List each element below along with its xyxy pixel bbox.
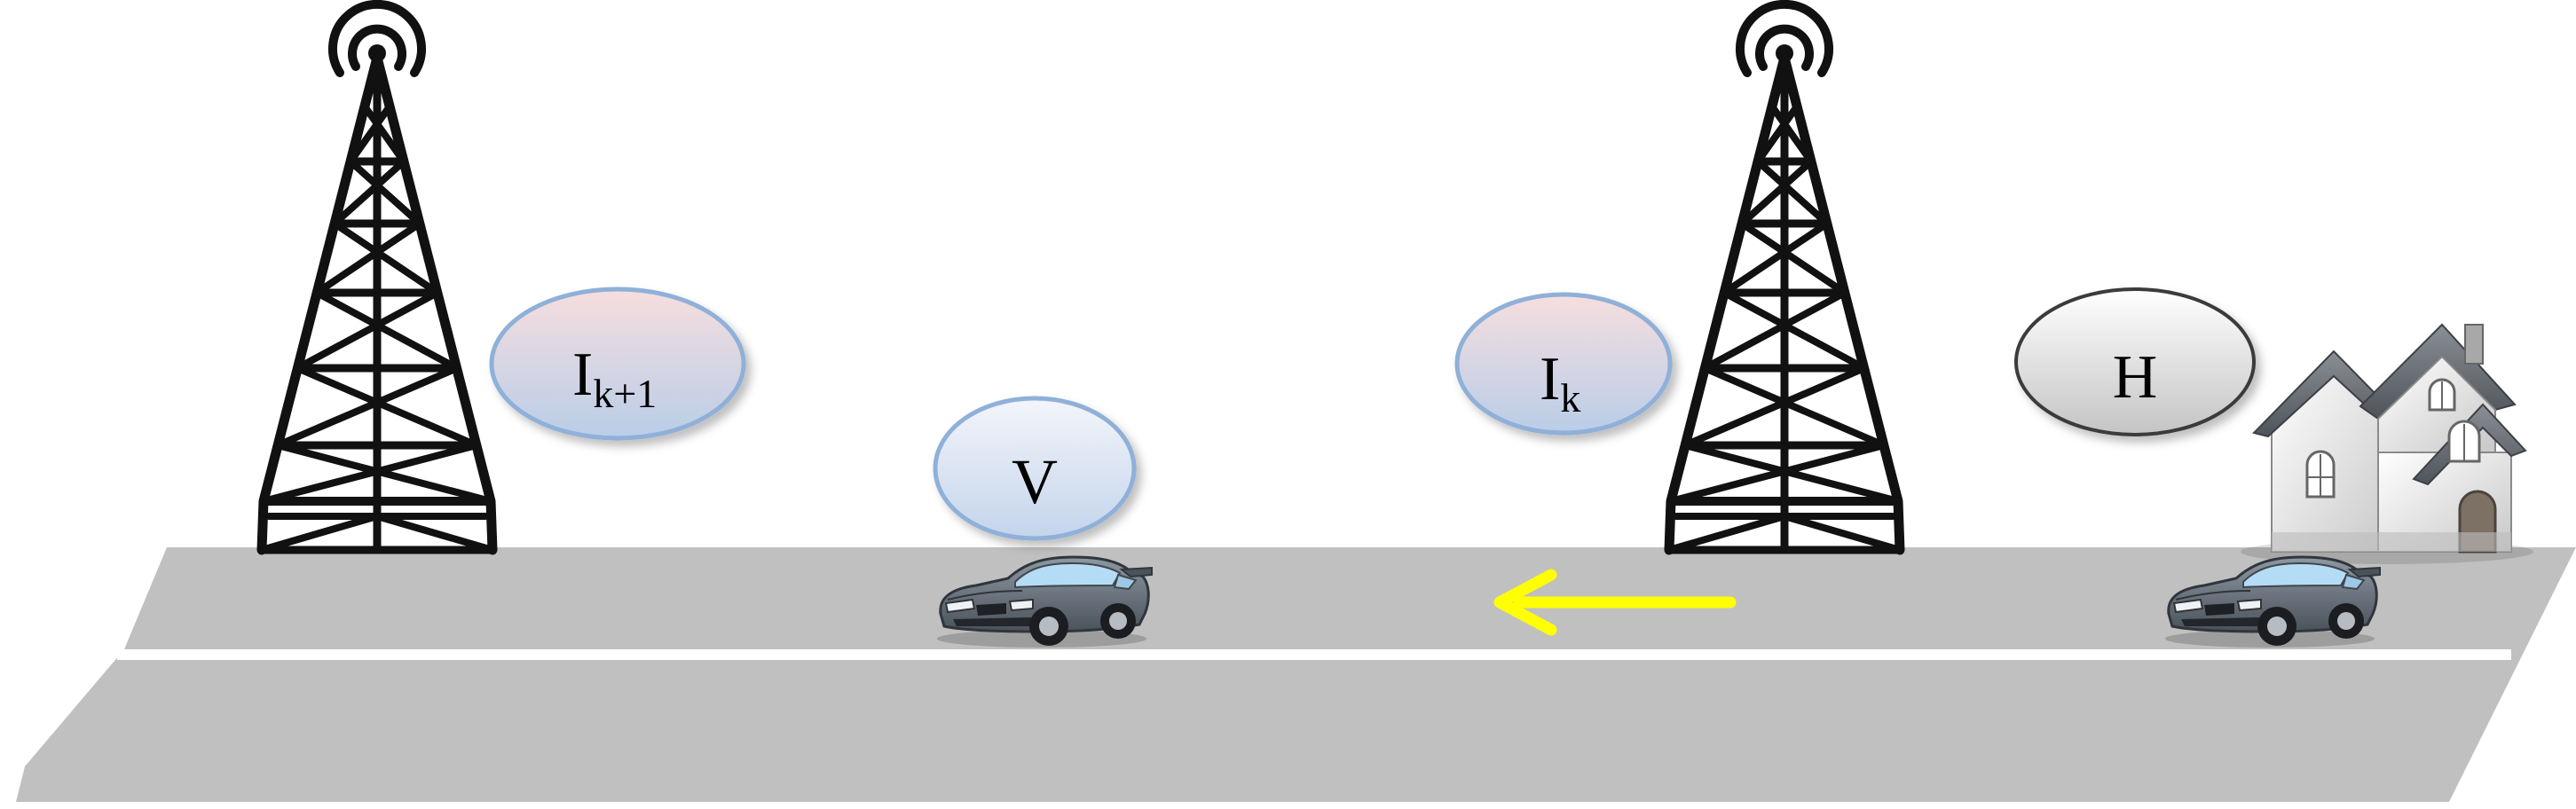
tower-left [262,4,492,550]
radio-tower-icon [1669,4,1900,550]
road [16,547,2576,802]
bubble-vehicle-label: V [1012,446,1058,517]
house-icon [2241,323,2533,564]
bubble-vehicle [933,396,1137,541]
tower-right [1669,4,1900,550]
bubble-home-label: H [2113,343,2158,412]
radio-tower-icon [262,4,492,550]
bubble-infrastructure-current [1454,292,1673,436]
arrow-left-icon [1493,569,1737,636]
bubble-home [2014,287,2256,436]
bubble-infrastructure-next [489,287,746,441]
bubble-infrastructure-next-label: Ik+1 [572,341,657,416]
bubble-infrastructure-current-label: Ik [1540,345,1580,420]
lane-divider-line [117,649,2511,660]
road-surface [16,547,2576,802]
